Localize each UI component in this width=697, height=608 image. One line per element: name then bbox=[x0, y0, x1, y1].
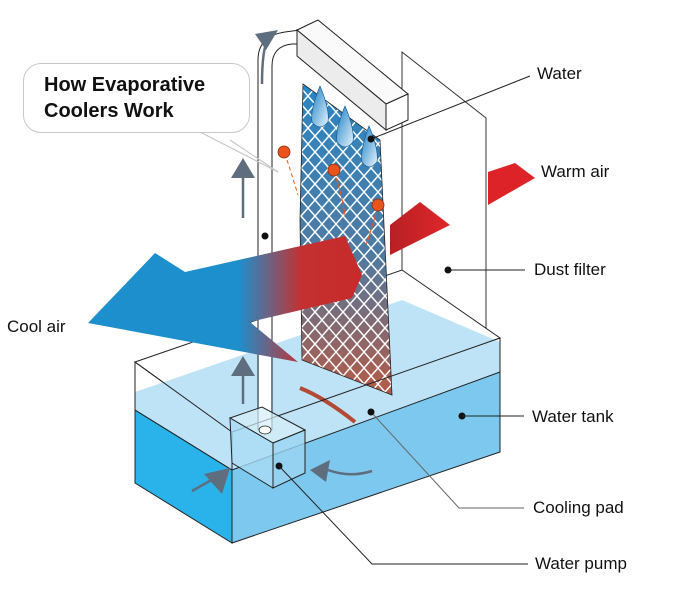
pipe-marker-dot bbox=[261, 232, 269, 240]
title-line-1: How Evaporative bbox=[44, 74, 206, 96]
label-warm-air: Warm air bbox=[541, 162, 610, 181]
bubble-tail bbox=[229, 139, 279, 173]
arrow-up-icon bbox=[231, 158, 255, 178]
pad-bottom-streak bbox=[299, 386, 357, 424]
leader-water-pump bbox=[278, 465, 528, 565]
droplet-icon bbox=[311, 85, 329, 128]
bubble-tail bbox=[199, 131, 279, 173]
water-tank bbox=[134, 337, 501, 544]
leader-cooling-pad bbox=[370, 411, 524, 509]
cool-air-arrow bbox=[88, 236, 362, 362]
label-water-tank: Water tank bbox=[532, 407, 614, 426]
water-pump bbox=[228, 406, 307, 489]
title-bubble bbox=[23, 63, 250, 133]
arrow-in-icon bbox=[327, 468, 373, 476]
leader-water bbox=[370, 75, 531, 140]
water-distributor bbox=[296, 19, 409, 132]
title-line-2: Coolers Work bbox=[44, 100, 174, 122]
label-water-pump: Water pump bbox=[535, 554, 627, 573]
warm-air-arrow-near bbox=[390, 202, 450, 255]
label-dust-filter: Dust filter bbox=[534, 260, 606, 279]
warm-air-arrow-far bbox=[488, 163, 535, 205]
droplet-icon bbox=[336, 105, 354, 148]
evaporation-particles bbox=[277, 145, 385, 246]
label-cool-air: Cool air bbox=[7, 317, 66, 336]
flow-arrows bbox=[191, 30, 373, 494]
arrow-curve-icon bbox=[255, 30, 278, 50]
diagram-title: How Evaporative Coolers Work bbox=[44, 72, 205, 124]
arrow-in-icon bbox=[310, 460, 330, 482]
arrow-in-icon bbox=[204, 468, 230, 494]
droplet-icon bbox=[361, 125, 378, 168]
water-droplets bbox=[311, 85, 378, 168]
label-cooling-pad: Cooling pad bbox=[533, 498, 624, 517]
label-water: Water bbox=[537, 64, 582, 83]
leader-lines bbox=[199, 75, 531, 565]
arrow-up-icon bbox=[231, 356, 255, 376]
